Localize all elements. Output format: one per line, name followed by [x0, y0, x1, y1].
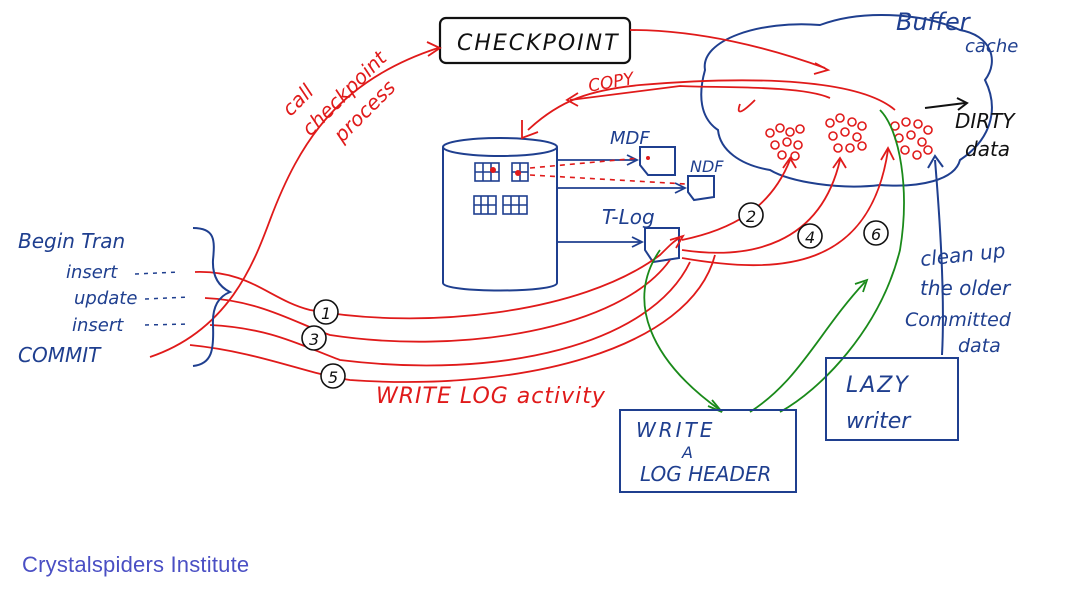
cleanup-line1: clean up — [919, 238, 1007, 271]
transaction-brace — [192, 227, 233, 367]
writer-label: writer — [846, 409, 912, 434]
insert1-label: insert — [66, 262, 118, 283]
step-3: 3 — [309, 330, 319, 349]
log-header-label: LOG HEADER — [640, 462, 771, 486]
lazy-label: LAZY — [846, 373, 910, 398]
step-1: 1 — [321, 304, 331, 323]
write-log-header-flows — [643, 109, 905, 413]
cache-label: cache — [965, 36, 1018, 57]
ndf-file-icon — [687, 175, 715, 202]
database-cylinder — [442, 137, 558, 292]
mdf-file-icon — [639, 146, 676, 176]
statement-dashes — [134, 271, 191, 326]
insert2-label: insert — [72, 315, 124, 336]
tlog-label: T-Log — [602, 205, 655, 229]
call-checkpoint-process-note: call checkpoint process — [277, 45, 400, 147]
data-page-grids — [473, 162, 529, 215]
red-dashed-arrows — [529, 157, 687, 185]
step-badges — [301, 202, 889, 389]
step-5: 5 — [328, 368, 338, 387]
dirty-data-label: data — [965, 137, 1010, 161]
dirty-label: DIRTY — [955, 109, 1016, 133]
ndf-label: NDF — [690, 157, 724, 176]
checkpoint-label: CHECKPOINT — [457, 31, 620, 56]
cleanup-line2: the older — [920, 276, 1012, 300]
commit-label: COMMIT — [18, 343, 102, 367]
write-log-header-box — [619, 409, 797, 493]
transaction-flows — [189, 234, 716, 383]
tlog-file-icon — [644, 227, 680, 264]
institute-watermark: Crystalspiders Institute — [22, 552, 250, 577]
update-label: update — [74, 288, 137, 309]
cleanup-line4: data — [958, 335, 1001, 357]
step-2: 2 — [746, 207, 756, 226]
cleanup-line3: Committed — [905, 309, 1012, 331]
write-label: WRITE — [636, 418, 715, 442]
dirty-arrow — [924, 102, 966, 109]
dirty-page-clusters — [765, 113, 933, 161]
lazy-writer-box — [825, 357, 959, 441]
a-label: A — [681, 443, 693, 462]
checkpoint-box — [438, 16, 632, 65]
mdf-label: MDF — [610, 128, 650, 149]
begin-tran-label: Begin Tran — [18, 229, 125, 253]
db-to-files-arrows — [558, 154, 688, 248]
lazy-writer-arrow — [927, 154, 944, 356]
buffer-label: Buffer — [896, 8, 972, 36]
step-6: 6 — [871, 225, 881, 244]
buffer-cache-cloud — [700, 13, 993, 188]
step-4: 4 — [805, 228, 815, 247]
write-log-activity-label: WRITE LOG activity — [376, 384, 606, 409]
